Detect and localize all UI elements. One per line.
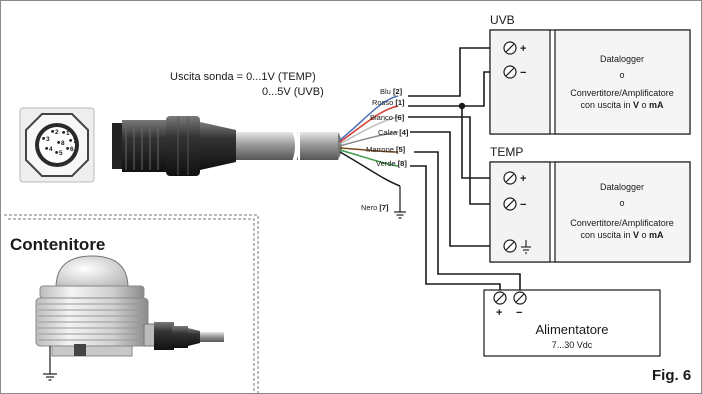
psu-minus-sign: −: [516, 307, 522, 319]
connector-pin-dot: [55, 151, 58, 154]
power-supply-block: + − Alimentatore 7...30 Vdc: [483, 289, 661, 357]
psu-terminal-plus: [493, 291, 507, 305]
wire-label-bianco: Bianco [6]: [370, 113, 405, 122]
connector-pin-dot: [69, 139, 72, 142]
connector-pin-dot: [42, 137, 45, 140]
temp-block: TEMP + − Datalogger o Convertitore/Ampli…: [489, 145, 691, 263]
wire-labels: Blu [2] Rosso [1] Bianco [6] Calza [4] Marro…: [361, 87, 409, 212]
connector-pin-label: 1: [66, 130, 70, 137]
wire-label-verde: Verde [8]: [376, 159, 407, 168]
wire-label-nero: Nero [7]: [361, 203, 389, 212]
housing-frame: [4, 214, 259, 394]
temp-plus-sign: +: [520, 173, 526, 185]
connector-pin-label: 6: [70, 146, 74, 153]
connector-pin-dot: [57, 141, 60, 144]
connector-pin-label: 2: [55, 129, 59, 136]
cable-connector: [112, 116, 236, 176]
uvb-device-line2: o: [619, 70, 624, 80]
connector-pin-label: 5: [59, 150, 63, 157]
wire-label-calza: Calza [4]: [378, 128, 409, 137]
temp-device-line1: Datalogger: [600, 182, 644, 192]
uvb-terminal-plus: [503, 41, 517, 55]
uvb-device-line4: con uscita in V o mA: [580, 100, 664, 110]
probe-output-line1: Uscita sonda = 0...1V (TEMP): [170, 71, 316, 83]
connector-pin-label: 7: [73, 138, 77, 145]
temp-minus-sign: −: [520, 199, 526, 211]
junction-dot: [458, 102, 466, 110]
nero-ground: [394, 186, 406, 219]
temp-ground-terminal: [503, 239, 517, 253]
connector-pin-dot: [62, 131, 65, 134]
connector-pin-dot: [66, 147, 69, 150]
wire-label-marrone: Marrone [5]: [366, 145, 406, 154]
connector-pin-dot: [51, 130, 54, 133]
temp-title: TEMP: [490, 145, 523, 159]
probe-cable: [236, 129, 342, 163]
psu-title: Alimentatore: [536, 322, 609, 337]
temp-terminal-minus: [503, 197, 517, 211]
housing-drawing: [35, 255, 224, 381]
wire-fanout: [339, 95, 401, 187]
psu-range: 7...30 Vdc: [552, 340, 593, 350]
temp-device-line4: con uscita in V o mA: [580, 230, 664, 240]
connector-pin-label: 4: [49, 146, 53, 153]
uvb-minus-sign: −: [520, 67, 526, 79]
psu-plus-sign: +: [496, 307, 502, 319]
uvb-device-line3: Convertitore/Amplificatore: [570, 88, 674, 98]
probe-output-line2: 0...5V (UVB): [262, 86, 324, 98]
uvb-plus-sign: +: [520, 43, 526, 55]
ground-icon: [521, 240, 531, 254]
uvb-title: UVB: [490, 13, 515, 27]
temp-terminal-plus: [503, 171, 517, 185]
wire-label-blu: Blu [2]: [380, 87, 403, 96]
uvb-terminal-minus: [503, 65, 517, 79]
uvb-block: UVB + − Datalogger o Convertitore/Amplif…: [489, 13, 691, 135]
psu-terminal-minus: [513, 291, 527, 305]
temp-device-line2: o: [619, 198, 624, 208]
connector-pin-label: 3: [46, 136, 50, 143]
figure-label: Fig. 6: [652, 367, 691, 384]
temp-device-line3: Convertitore/Amplificatore: [570, 218, 674, 228]
housing-title: Contenitore: [10, 235, 105, 254]
wire-label-rosso: Rosso [1]: [372, 98, 405, 107]
connector-pin-label: 8: [61, 140, 65, 147]
connector-pin-dot: [45, 147, 48, 150]
uvb-device-line1: Datalogger: [600, 54, 644, 64]
